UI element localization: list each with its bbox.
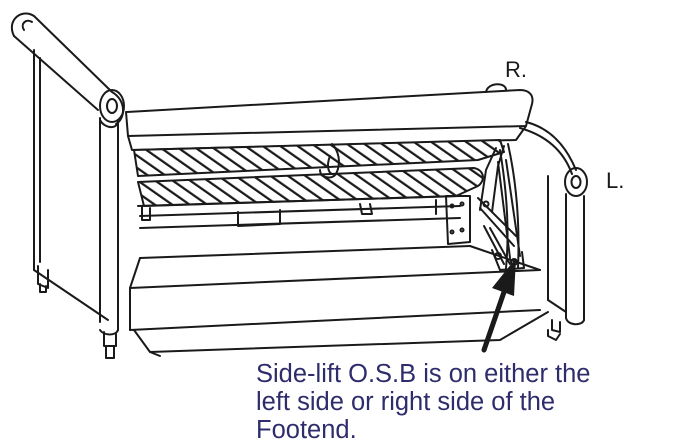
arrow-up-right-icon — [481, 258, 516, 353]
caption-line: Side-lift O.S.B is on either the — [256, 360, 591, 388]
caption-line: Footend. — [256, 416, 357, 444]
headboard — [11, 12, 125, 359]
storage-box — [129, 195, 549, 357]
right-side-label: R. — [505, 57, 527, 82]
gas-strut-mechanism — [477, 143, 525, 271]
caption: Side-lift O.S.B is on either the left si… — [256, 360, 676, 444]
caption-line: left side or right side of the — [256, 388, 556, 416]
left-side-label: L. — [606, 168, 625, 193]
footend — [519, 121, 588, 341]
slatted-base — [133, 139, 505, 207]
